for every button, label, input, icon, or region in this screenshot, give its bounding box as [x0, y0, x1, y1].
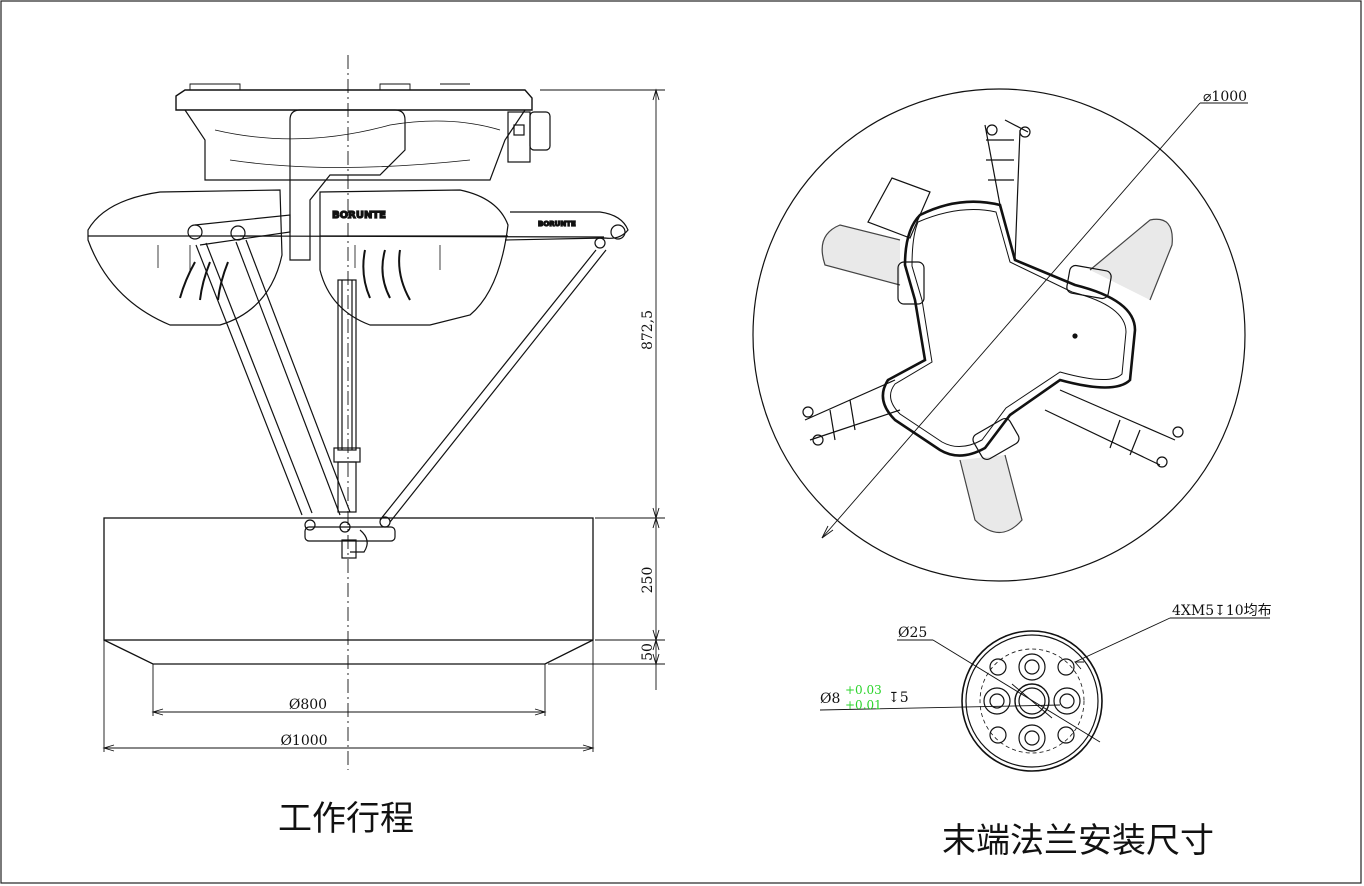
center-column — [289, 109, 406, 261]
motor-lobe-1 — [821, 224, 901, 286]
parallel-rods — [195, 235, 607, 523]
flange-view — [819, 617, 1270, 772]
base-plate-outline — [881, 200, 1137, 457]
title-work-stroke: 工作行程 — [278, 799, 414, 839]
work-frustum — [103, 639, 594, 665]
side-view: BORUNTE BORUNTE — [87, 55, 665, 770]
dim-pin-dia: Ø8 — [820, 691, 840, 707]
dim-hole-pattern: 4XM5↧10均布 — [1172, 603, 1272, 619]
title-flange-dims: 末端法兰安装尺寸 — [942, 821, 1214, 861]
flange-center-bore — [1014, 683, 1050, 719]
dim-height-cone: 50 — [640, 643, 656, 661]
work-circle — [752, 88, 1246, 582]
motor-lobe-3 — [959, 454, 1023, 534]
brand-label: BORUNTE — [332, 210, 386, 221]
dim-height-total: 872,5 — [640, 310, 656, 350]
dim-dia-top: Ø1000 — [280, 733, 327, 749]
upper-arm-left — [194, 214, 291, 246]
top-view — [752, 88, 1248, 582]
plan-connector — [867, 177, 931, 239]
svg-text:BORUNTE: BORUNTE — [538, 220, 576, 228]
motor-lobe-2 — [1089, 218, 1173, 301]
dim-dia-bottom: Ø800 — [289, 697, 327, 713]
robot-body — [184, 109, 526, 181]
robot-base-plate — [175, 89, 533, 111]
plan-arms — [802, 119, 1184, 468]
dim-height-cylinder: 250 — [640, 567, 656, 594]
vertical-dimension — [540, 88, 665, 690]
dim-flange-bore: Ø25 — [898, 625, 927, 641]
flange-outer — [961, 630, 1103, 772]
horizontal-dimension — [102, 640, 595, 752]
motor-housing-left — [87, 189, 283, 326]
work-cylinder — [103, 517, 594, 641]
upper-arm-right — [504, 211, 629, 241]
dim-tol-lower: +0.01 — [845, 698, 882, 712]
dim-pin-depth: ↧5 — [888, 690, 909, 706]
end-effector — [304, 516, 396, 559]
center-shaft — [337, 279, 357, 451]
dim-work-circle: ⌀1000 — [1203, 89, 1247, 105]
dim-tol-upper: +0.03 — [845, 683, 882, 697]
